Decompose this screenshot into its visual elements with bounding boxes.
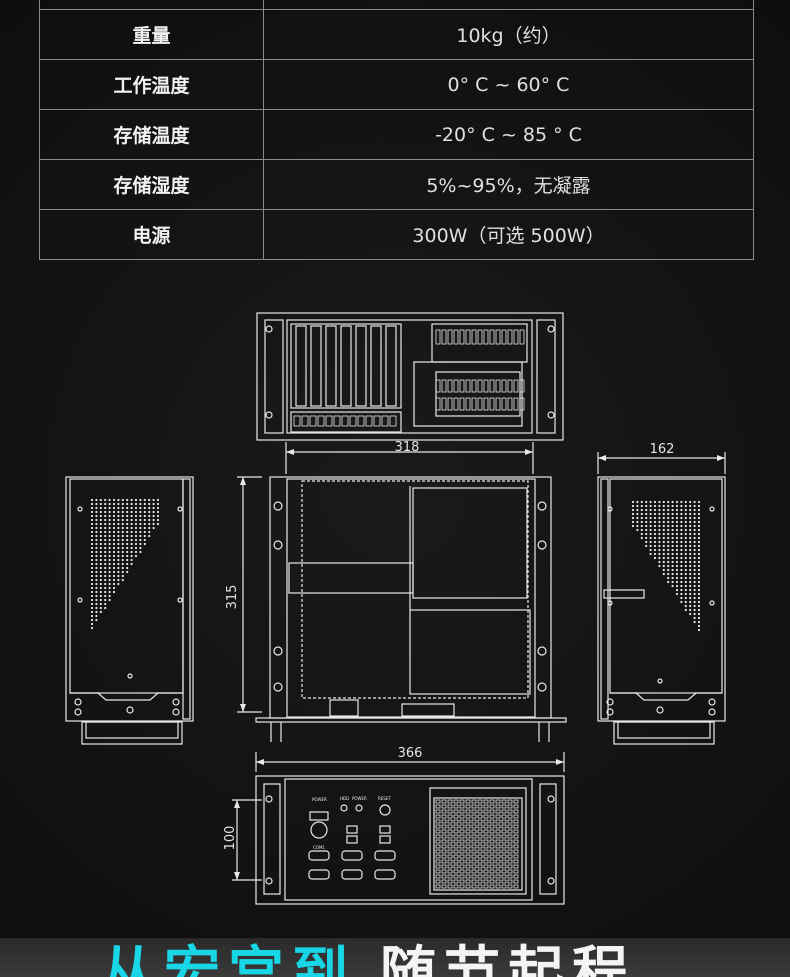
front-vent-grille xyxy=(435,799,519,889)
spec-label: 存储温度 xyxy=(39,109,264,160)
label-hdd: HDD xyxy=(340,796,349,801)
right-side-view xyxy=(597,476,726,745)
banner-text-cyan: 从宏宫到 xyxy=(100,941,356,977)
left-side-view xyxy=(65,476,194,745)
spec-label: 重量 xyxy=(39,9,264,60)
top-view-connectors xyxy=(293,329,525,427)
dim-100: 100 xyxy=(223,826,238,851)
spec-label: 存储湿度 xyxy=(39,159,264,210)
spec-row-operating-temp: 工作温度 0° C ~ 60° C xyxy=(39,59,754,110)
dim-315: 315 xyxy=(225,585,240,610)
label-power-led: POWER xyxy=(352,796,367,801)
spec-label: 工作温度 xyxy=(39,59,264,110)
top-view xyxy=(256,312,564,441)
label-power: POWER xyxy=(312,797,327,802)
plan-view xyxy=(255,476,567,742)
spec-row-power: 电源 300W（可选 500W） xyxy=(39,209,754,260)
spec-row-weight: 重量 10kg（约） xyxy=(39,9,754,60)
spec-value: 10kg（约） xyxy=(263,9,754,60)
front-view xyxy=(255,775,565,905)
spec-value: 5%~95%，无凝露 xyxy=(263,159,754,210)
spec-row-storage-humidity: 存储湿度 5%~95%，无凝露 xyxy=(39,159,754,210)
vent-holes-left xyxy=(90,498,160,630)
dim-318: 318 xyxy=(395,440,420,455)
dim-162: 162 xyxy=(650,442,675,457)
dim-366: 366 xyxy=(398,746,423,761)
spec-label: 电源 xyxy=(39,209,264,260)
spec-table: 重量 10kg（约） 工作温度 0° C ~ 60° C 存储温度 -20° C… xyxy=(39,0,754,260)
vent-holes-right xyxy=(631,500,701,632)
label-com: COM1 xyxy=(313,845,325,850)
spec-value: 300W（可选 500W） xyxy=(263,209,754,260)
bottom-banner: 从宏宫到 随节起程 xyxy=(0,938,790,977)
label-reset: RESET xyxy=(378,796,391,801)
banner-text-white: 随节起程 xyxy=(380,941,636,977)
